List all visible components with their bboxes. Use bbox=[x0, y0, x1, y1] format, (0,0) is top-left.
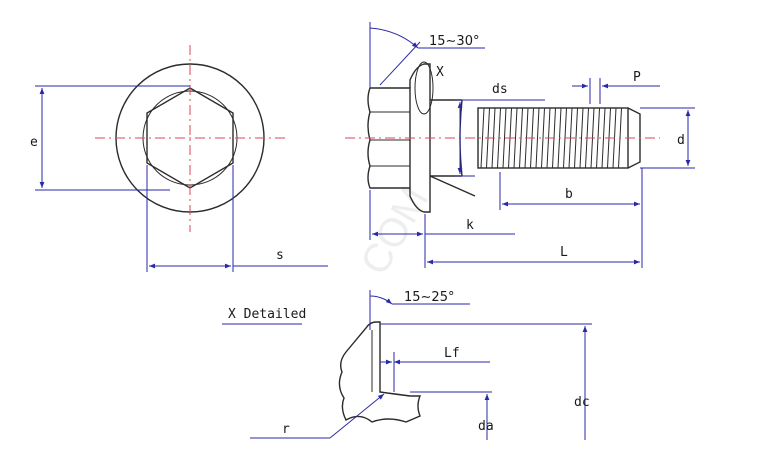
label-angle-top: 15∼30° bbox=[429, 34, 479, 49]
thread-line bbox=[579, 107, 584, 169]
angle-flange-line bbox=[379, 41, 421, 86]
label-p: P bbox=[633, 70, 641, 85]
angle-arc-top bbox=[369, 27, 419, 49]
thread-line bbox=[574, 107, 578, 169]
thread-line bbox=[596, 107, 600, 169]
thread-line bbox=[535, 107, 540, 169]
label-d: d bbox=[677, 133, 685, 148]
thread-line bbox=[541, 107, 545, 169]
r-leader-diagonal bbox=[329, 393, 385, 439]
side-view: X 15∼30° ds P d bbox=[345, 22, 695, 268]
detail-fillet bbox=[379, 391, 411, 397]
thread-line bbox=[513, 107, 518, 169]
label-da: da bbox=[478, 419, 494, 434]
label-r: r bbox=[282, 422, 290, 437]
label-e: e bbox=[30, 135, 38, 150]
thread-line bbox=[601, 107, 606, 169]
hex-head-side bbox=[367, 87, 411, 189]
thread-line bbox=[480, 107, 485, 169]
label-s: s bbox=[276, 248, 284, 263]
detail-x-ellipse bbox=[414, 61, 434, 115]
label-b: b bbox=[565, 187, 573, 202]
label-angle-detail: 15∼25° bbox=[404, 290, 454, 305]
label-lf: Lf bbox=[444, 346, 460, 361]
label-x-detailed: X Detailed bbox=[228, 307, 306, 322]
detail-angle-arc bbox=[369, 295, 393, 305]
label-ds: ds bbox=[492, 82, 508, 97]
thread-line bbox=[502, 107, 507, 169]
detail-profile bbox=[338, 321, 422, 423]
label-k: k bbox=[466, 218, 474, 233]
x-detailed-view: X Detailed 15∼25° Lf dc da r bbox=[222, 290, 592, 440]
top-view: e s bbox=[30, 45, 328, 272]
label-dc: dc bbox=[574, 395, 590, 410]
label-x: X bbox=[436, 65, 444, 80]
label-L: L bbox=[560, 245, 568, 260]
flange-underside bbox=[429, 175, 476, 197]
